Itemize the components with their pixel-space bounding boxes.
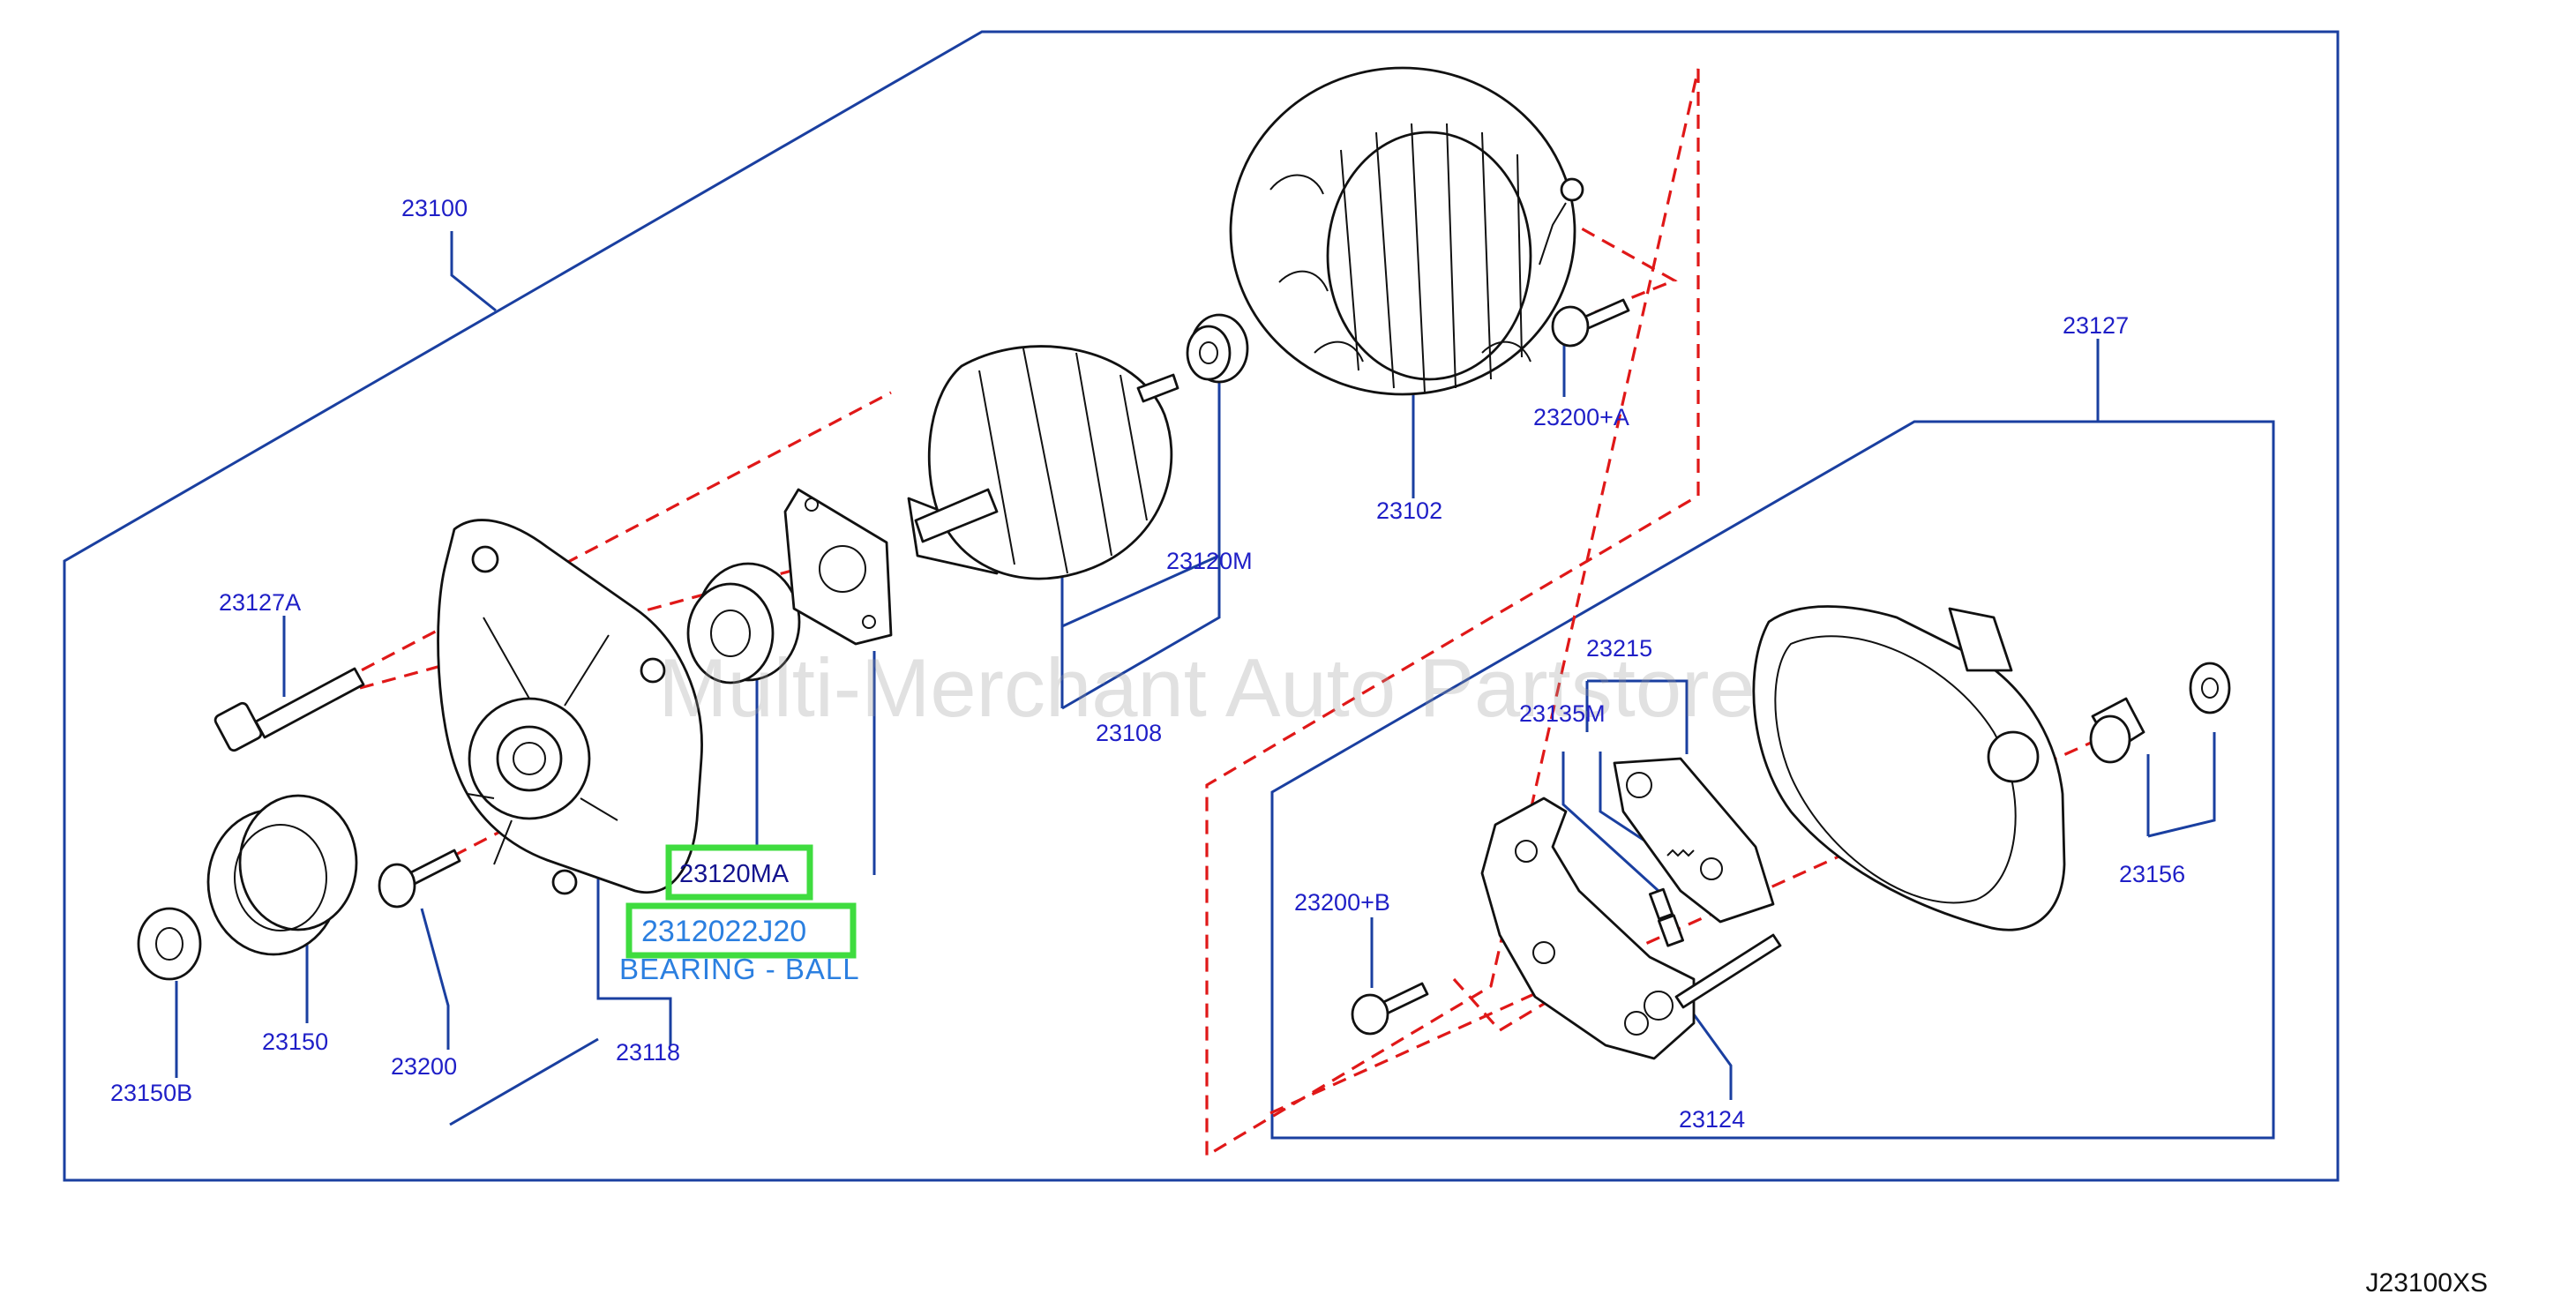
screw-23200b [1351,982,1429,1036]
brushes-23135m [1648,849,1695,947]
assembly-23127-outline [1270,420,2275,1140]
rear-housing-23127 [1752,605,2066,931]
leader-23200 [420,908,450,1050]
bearing-retainer-plate [783,488,893,646]
label-23120ma[interactable]: 23120MA [679,860,790,888]
drive-end-housing-23118 [437,519,703,895]
leader-23118 [596,836,672,1045]
label-23150b[interactable]: 23150B [110,1080,192,1106]
diagram-code: J23100XS [2366,1268,2488,1298]
leader-23156-b [2147,732,2216,838]
label-23127[interactable]: 23127 [2063,312,2129,339]
leader-23124 [1692,1014,1733,1100]
rear-bearing-23120m [1186,313,1249,384]
leader-23215 [1587,679,1689,754]
stator-group-dashed-outline [1205,68,1700,1158]
terminal-insulator-23156 [2089,662,2231,764]
leader-23108-b [1061,554,1221,710]
label-23118[interactable]: 23118 [616,1039,680,1066]
watermark: Multi-Merchant Auto Partstore [658,641,1755,734]
label-23120m[interactable]: 23120M [1166,548,1253,574]
label-23124[interactable]: 23124 [1679,1106,1745,1133]
label-part-number[interactable]: 2312022J20 [641,915,806,948]
label-23135m[interactable]: 23135M [1519,700,1606,727]
highlight-box-23120ma [665,844,813,901]
label-part-description: BEARING - BALL [619,953,860,985]
leader-23100 [450,231,497,312]
stator-23102 [1229,66,1576,396]
label-23127a[interactable]: 23127A [219,589,301,616]
pulley-23150 [206,794,358,956]
rotor-23108 [907,345,1179,580]
screw-23200a [1551,298,1630,348]
leader-23135m [1561,752,1660,893]
label-23156[interactable]: 23156 [2119,861,2185,887]
label-23200[interactable]: 23200 [391,1053,457,1080]
front-bearing-23120ma [686,562,801,684]
label-23102[interactable]: 23102 [1376,497,1442,524]
assembly-23100-outline [63,30,2340,1182]
label-23215[interactable]: 23215 [1586,635,1652,662]
pulley-nut-23150b [137,907,202,981]
label-23150[interactable]: 23150 [262,1028,328,1055]
label-23108[interactable]: 23108 [1096,720,1162,746]
front-axis-dashed [280,391,892,714]
brush-holder-23215 [1613,757,1775,924]
label-23200b[interactable]: 23200+B [1294,889,1390,916]
highlight-box-part-number [625,902,857,959]
label-23100[interactable]: 23100 [401,195,468,221]
thru-bolt-23127a [213,667,365,752]
rectifier-23124 [1480,797,1782,1060]
stator-terminal [1539,177,1584,266]
screw-23200 [378,849,461,909]
label-23200a[interactable]: 23200+A [1533,404,1629,430]
leader-23118-b [449,1037,599,1126]
